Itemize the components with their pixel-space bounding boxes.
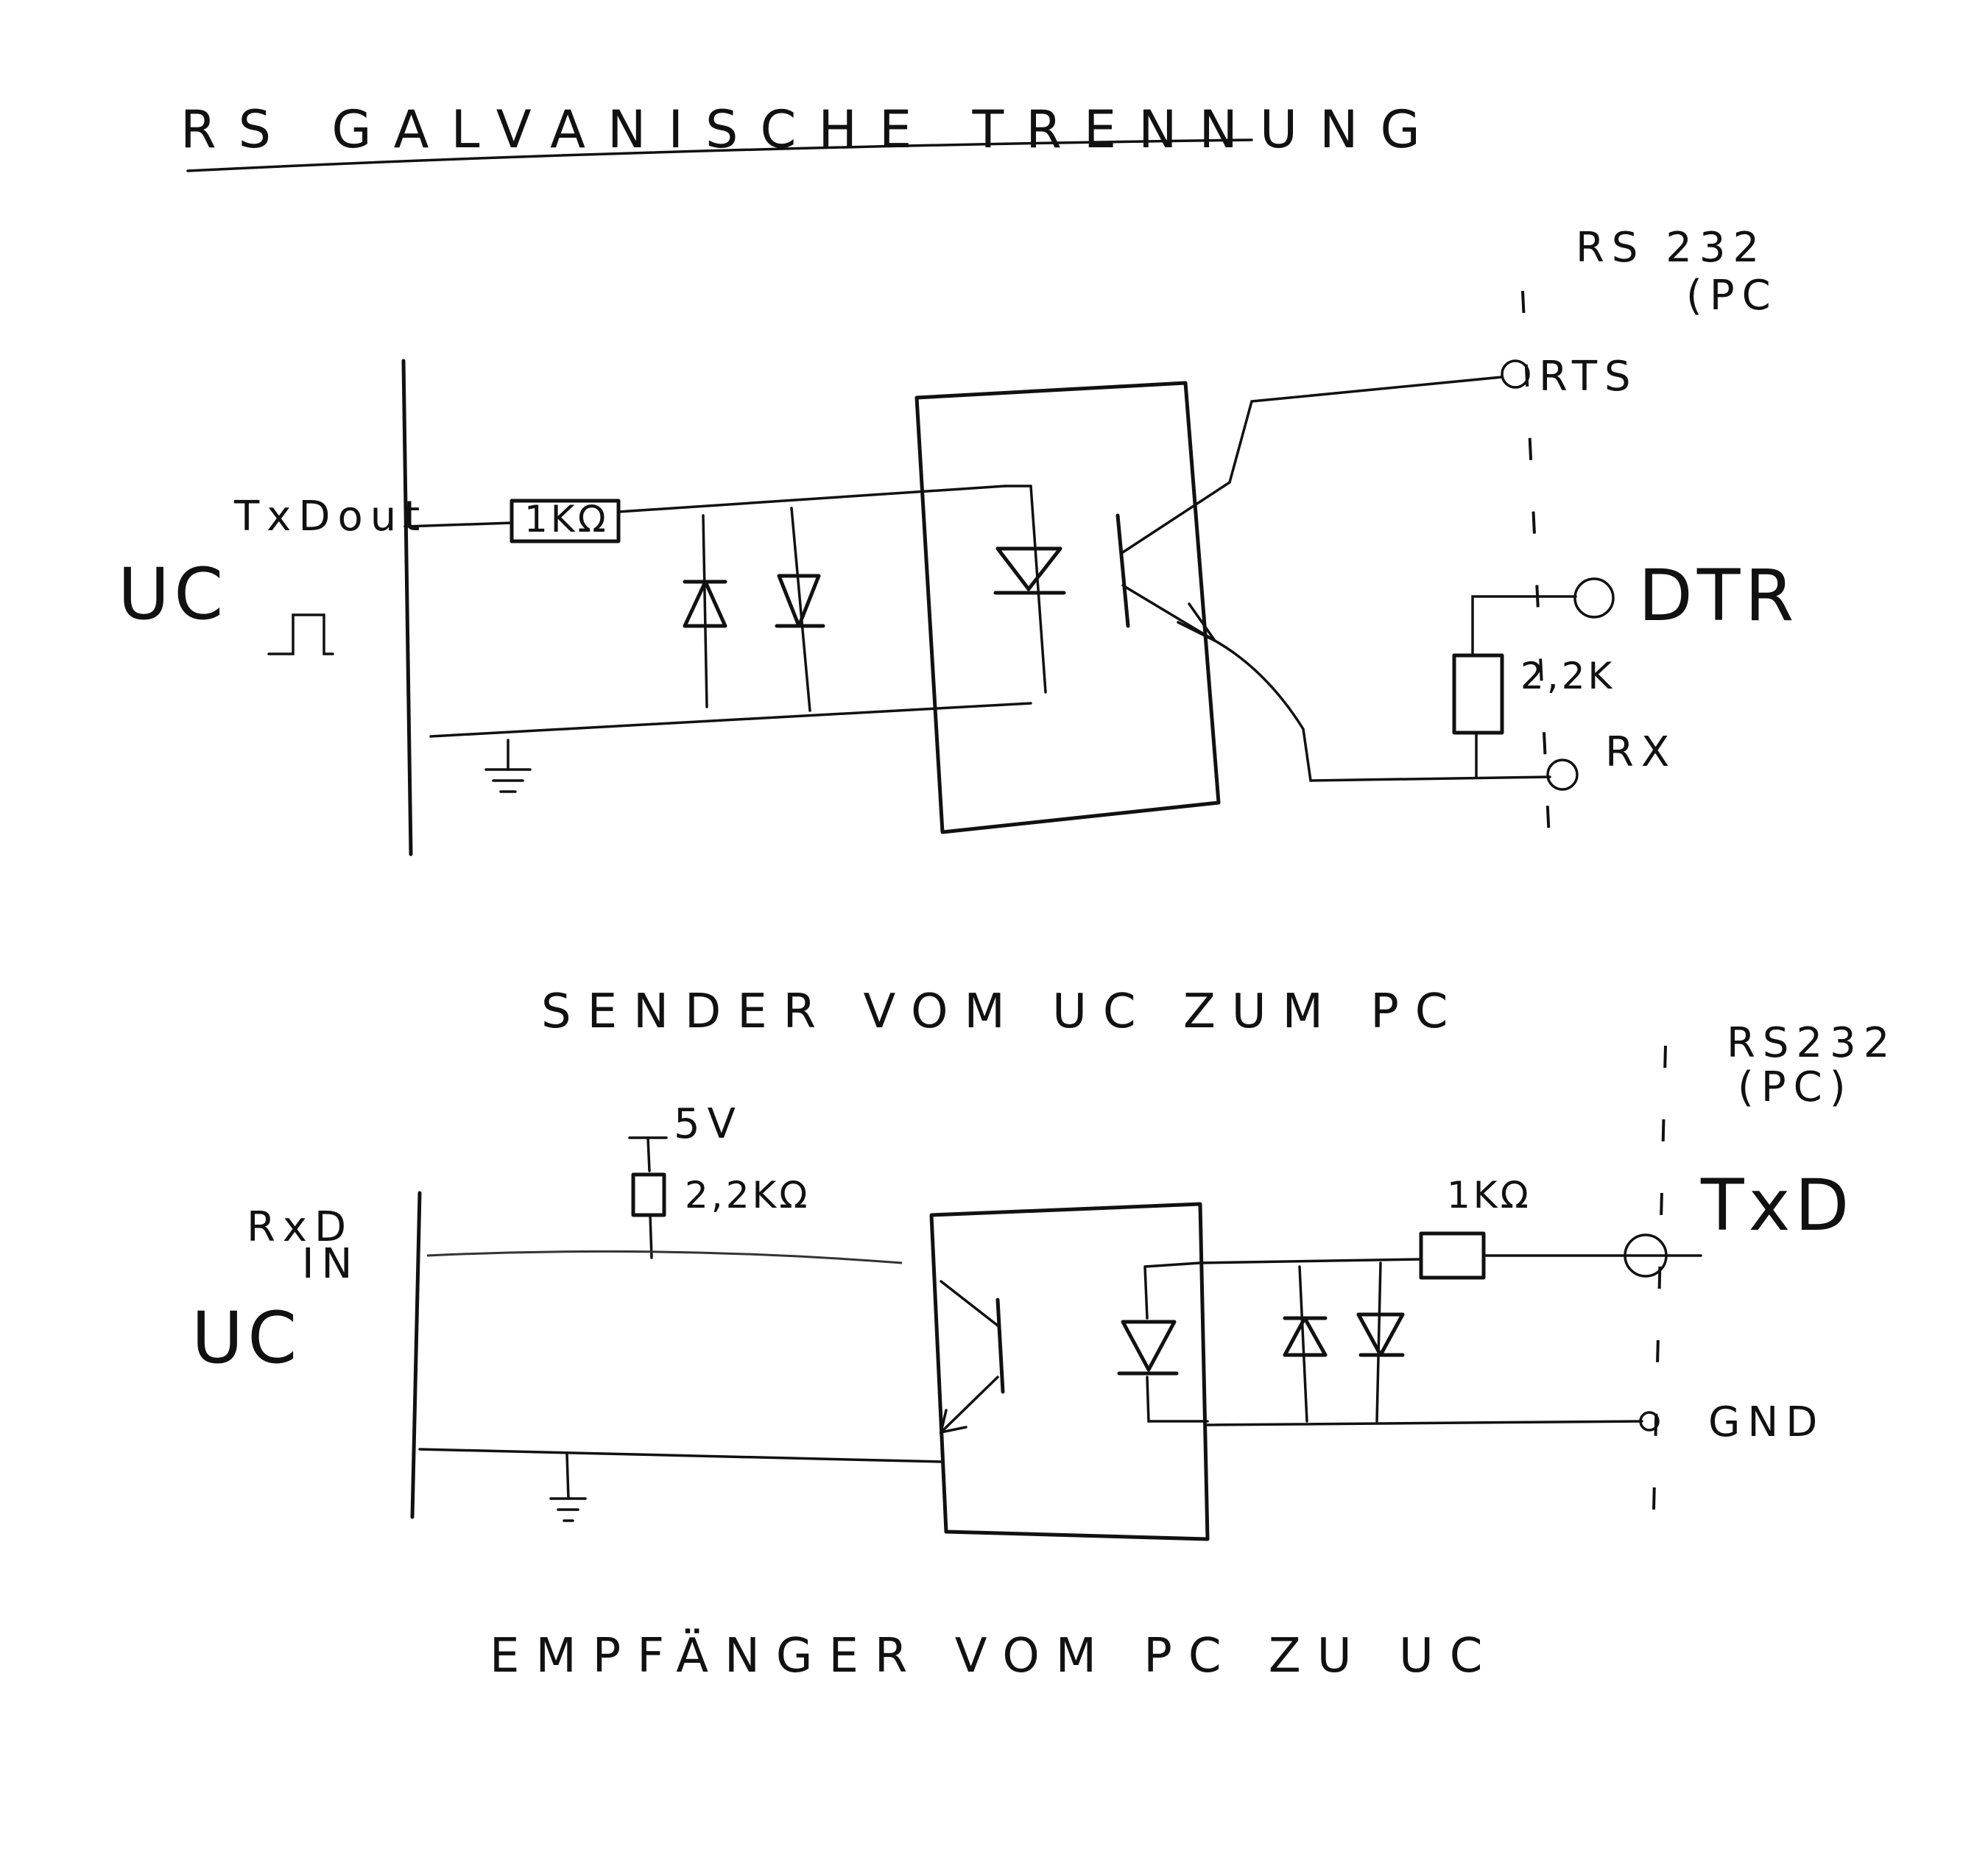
zener-diode-4	[1356, 1312, 1405, 1357]
txd-label: TxD	[1700, 1164, 1853, 1247]
txd-pin	[1624, 1233, 1668, 1278]
rts-pin	[1501, 359, 1530, 389]
top-circuit: UC TxDout 1KΩ	[118, 224, 1798, 1039]
dtr-pin	[1573, 577, 1615, 619]
resistor-1k-2	[1419, 1231, 1486, 1280]
zener-diode-2	[775, 574, 825, 628]
ground-symbol	[484, 739, 532, 793]
gnd-label: GND	[1708, 1398, 1825, 1446]
uc-boundary-line-2	[410, 1191, 422, 1519]
ground-wire	[429, 702, 1032, 738]
rs232-label: RS 232	[1576, 224, 1766, 272]
resistor-1k	[510, 499, 621, 543]
uc-boundary-line	[401, 359, 413, 856]
rxd-wire	[426, 1250, 903, 1264]
dtr-label: DTR	[1638, 555, 1798, 637]
supply-wire	[646, 1136, 651, 1172]
title-underline	[186, 138, 1253, 172]
led-diode	[993, 546, 1066, 595]
rx-wire	[1213, 639, 1551, 782]
txd-wire	[403, 521, 513, 528]
transistor-emitter	[1121, 584, 1216, 642]
rts-wire	[1228, 376, 1504, 484]
dtr-wire	[1471, 595, 1577, 657]
rx-label: RX	[1605, 728, 1677, 776]
pulse-icon	[267, 613, 334, 655]
zener-4-wire	[1375, 1261, 1382, 1423]
transistor-collector-2	[940, 1280, 999, 1327]
txdout-label: TxDout	[233, 493, 427, 541]
resistor-2k2	[1452, 653, 1504, 735]
bottom-caption: EMPFÄNGER VOM PC ZU UC	[490, 1628, 1498, 1683]
rx-pin	[1546, 758, 1579, 791]
led-wire	[1029, 485, 1047, 694]
ground-symbol-2	[549, 1453, 587, 1522]
top-caption: SENDER VOM UC ZUM PC	[541, 985, 1464, 1039]
zener-3-wire	[1298, 1265, 1308, 1423]
zener-diode-3	[1283, 1316, 1328, 1357]
pullup-label: 2,2KΩ	[685, 1174, 811, 1217]
pc-label-2: (PC)	[1738, 1063, 1853, 1111]
gnd-wire	[1206, 1420, 1643, 1426]
zener-1-wire	[702, 514, 708, 708]
uc-label: UC	[118, 553, 228, 636]
led-wire-2	[1143, 1261, 1209, 1423]
resistor-2k2-label: 2,2K	[1520, 655, 1615, 697]
transistor-base-2	[995, 1298, 1005, 1394]
zener-2-wire	[790, 507, 811, 712]
rts-label: RTS	[1539, 353, 1638, 401]
resistor-1k-2-label: 1KΩ	[1447, 1174, 1531, 1217]
rxd-label: RxD	[247, 1203, 353, 1251]
resistor-1k-label: 1KΩ	[524, 498, 609, 541]
resistor-out-wire	[617, 485, 1007, 513]
zener-diode-1	[683, 580, 727, 628]
in-label: IN	[302, 1240, 359, 1288]
pullup-resistor	[631, 1172, 666, 1217]
led-diode-2	[1117, 1320, 1179, 1376]
uc-label-2: UC	[191, 1297, 301, 1379]
bottom-circuit: UC RxD IN 5V 2,2KΩ 1KΩ	[191, 1019, 1897, 1683]
transistor-base	[1115, 513, 1130, 628]
pc-boundary-line	[1521, 290, 1551, 855]
pc-boundary-line-2	[1652, 1045, 1667, 1540]
page-title: RS GALVANISCHE TRENNUNG	[180, 99, 1442, 160]
optocoupler-box	[914, 381, 1221, 834]
transistor-emitter-2	[940, 1376, 999, 1434]
rs232-label-2: RS232	[1727, 1019, 1897, 1067]
pc-label: (PC	[1686, 272, 1778, 320]
supply-5v-label: 5V	[674, 1100, 743, 1148]
emitter-arrow-2	[939, 1409, 967, 1435]
transistor-collector	[1121, 481, 1231, 554]
txd-in-wire	[1199, 1258, 1423, 1264]
gnd-pin	[1639, 1411, 1660, 1432]
ground-wire-2	[418, 1448, 944, 1463]
